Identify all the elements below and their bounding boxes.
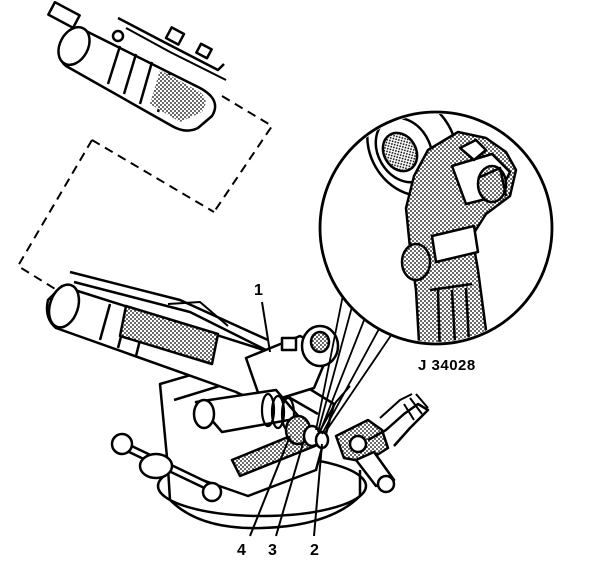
dashed-relation-lines: [16, 95, 274, 293]
callout-2: 2: [310, 542, 319, 559]
magnifier-lines: [315, 289, 397, 435]
tool-label: J 34028: [418, 357, 476, 374]
upper-component: [47, 0, 227, 132]
callout-leaders: [249, 301, 323, 537]
callout-4: 4: [237, 542, 246, 559]
callout-1: 1: [254, 282, 263, 299]
lower-component: [45, 270, 430, 494]
detail-circle: [318, 110, 554, 346]
callout-3: 3: [268, 542, 277, 559]
thread-rings: [260, 392, 296, 432]
